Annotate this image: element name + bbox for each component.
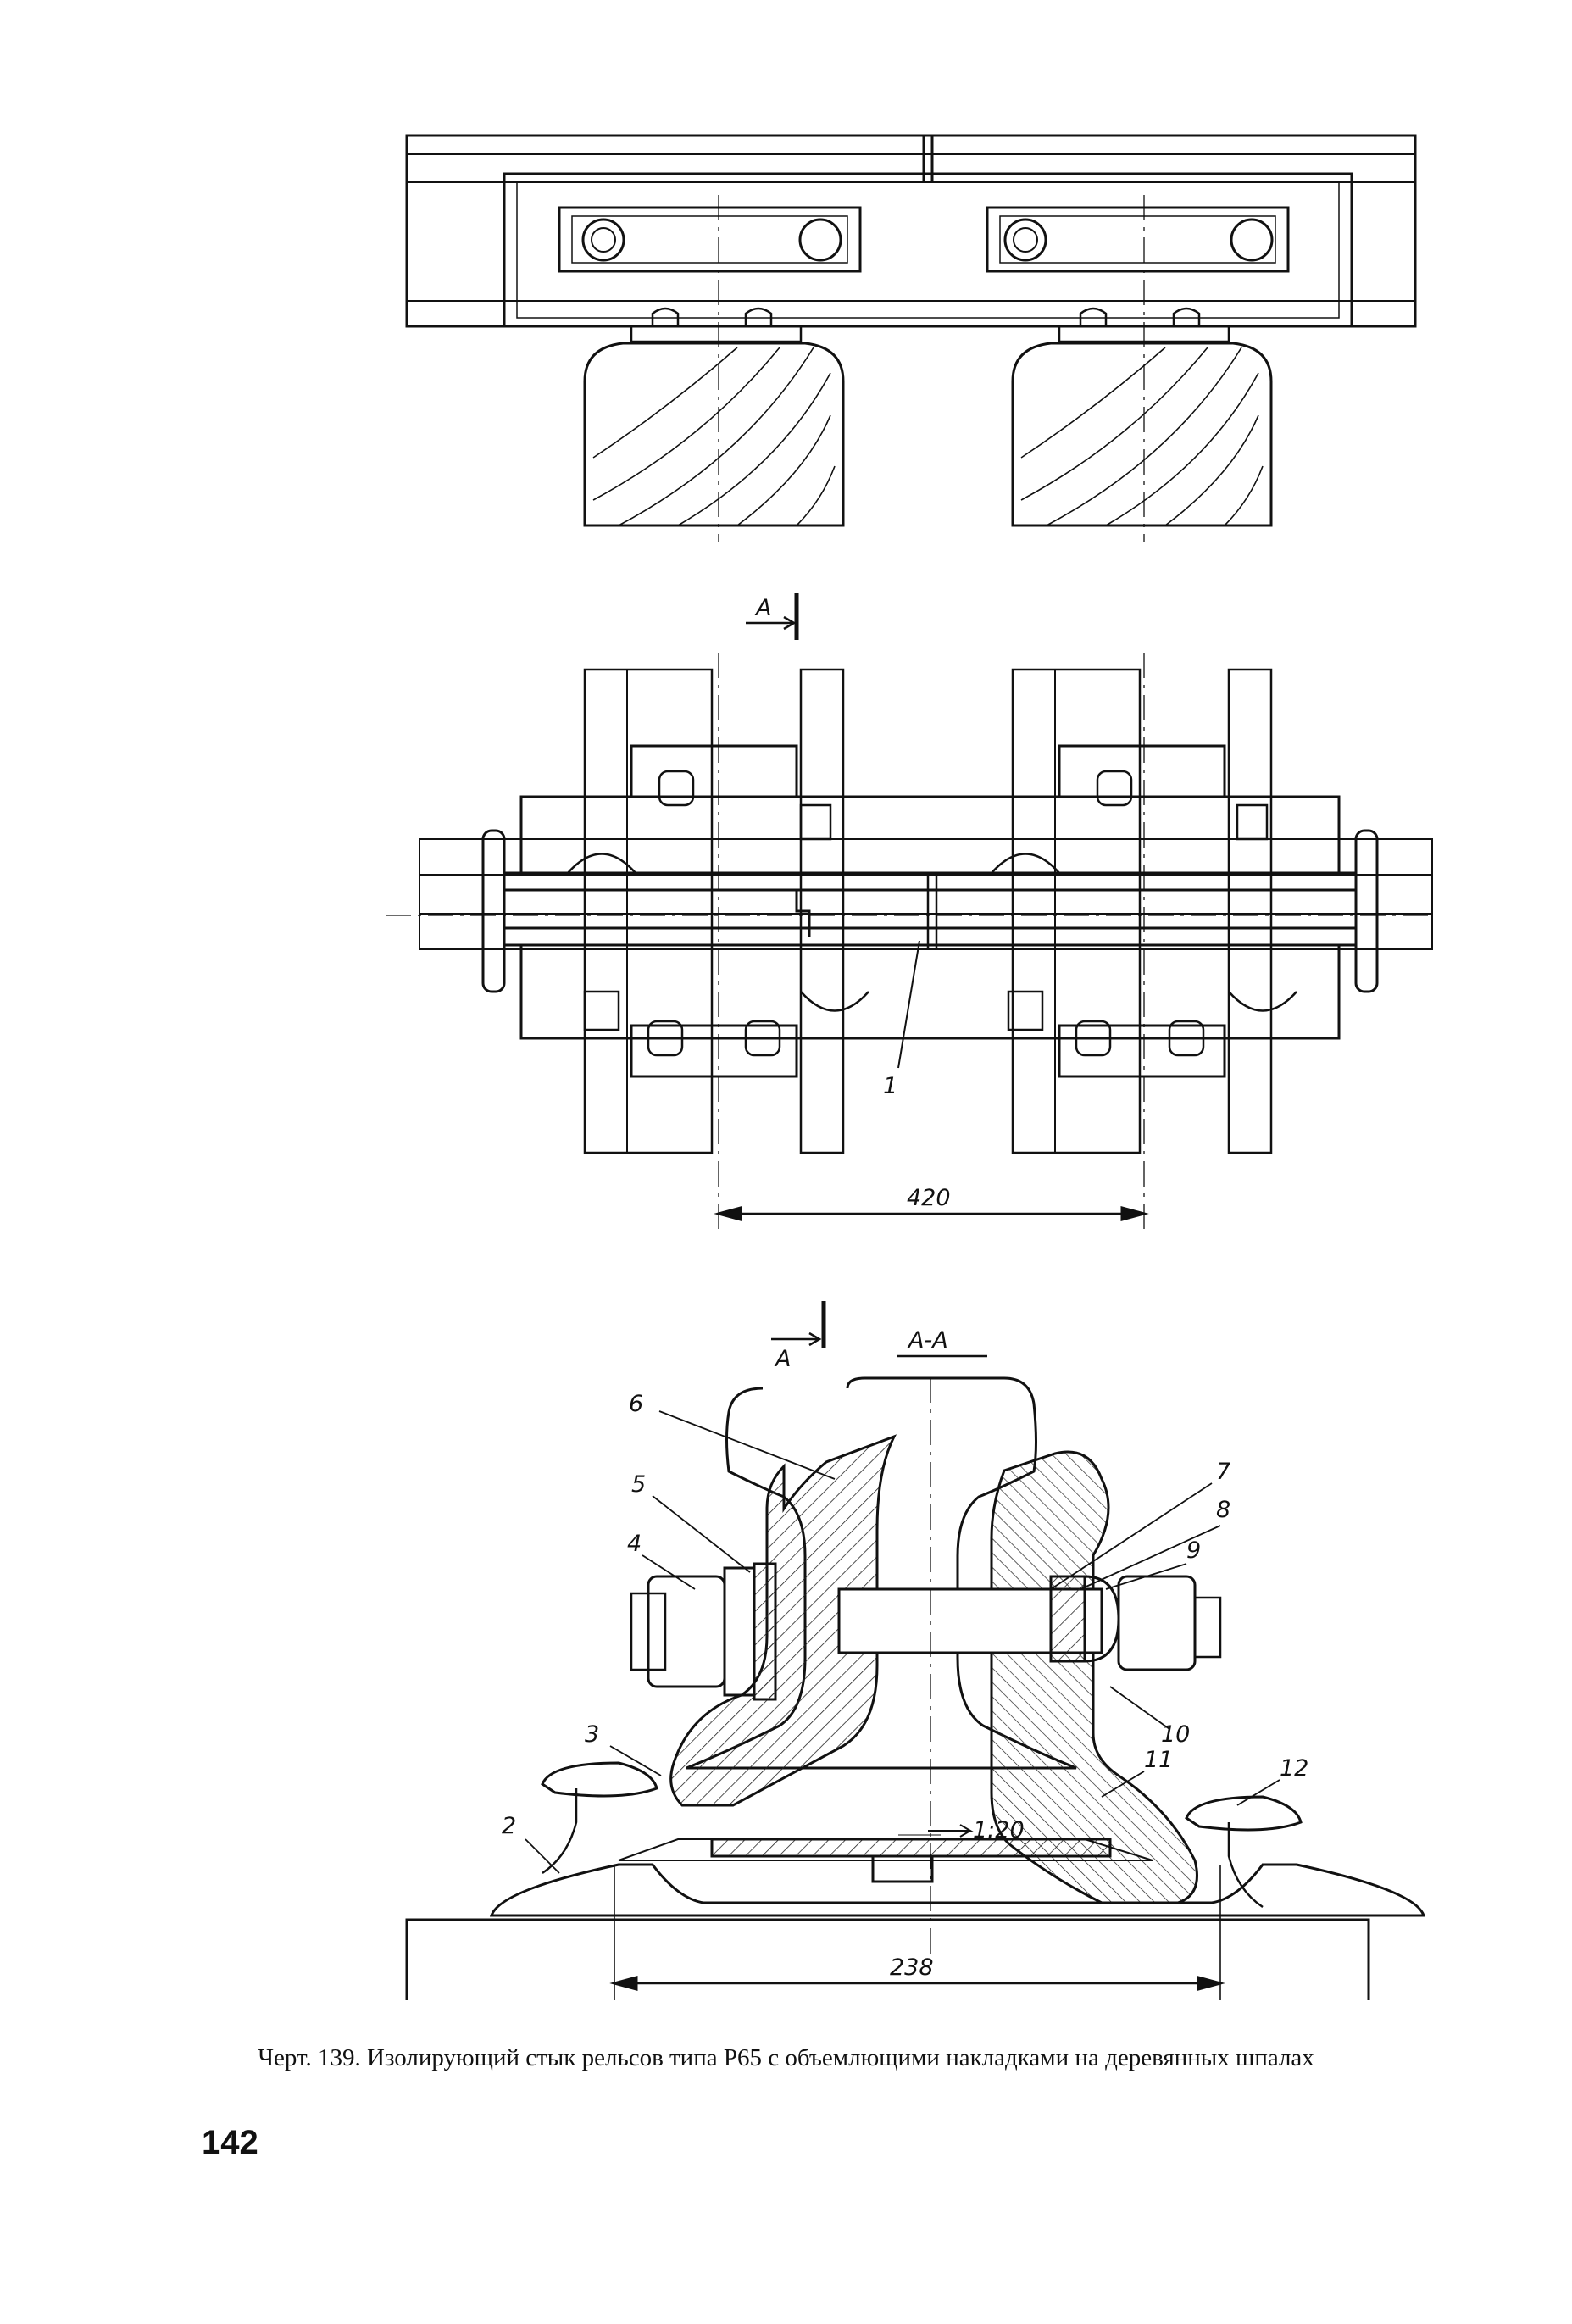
callout-9: 9 xyxy=(1186,1537,1201,1564)
dim-420-label: 420 xyxy=(907,1185,951,1211)
page-number: 142 xyxy=(202,2124,258,2161)
callout-1: 1 xyxy=(883,1073,897,1099)
callout-4: 4 xyxy=(627,1531,642,1557)
bolt-section xyxy=(630,1562,1222,1701)
sleeper-right-side xyxy=(1011,342,1273,527)
section-title: A-A xyxy=(907,1327,948,1354)
callout-11: 11 xyxy=(1144,1747,1173,1773)
joint-bar-side xyxy=(503,172,1353,328)
sleeper-left-side xyxy=(583,342,845,527)
side-elevation-view xyxy=(405,134,1417,542)
callout-7: 7 xyxy=(1216,1459,1230,1485)
dim-238-label: 238 xyxy=(890,1954,934,1981)
callout-10: 10 xyxy=(1161,1721,1190,1748)
tie-plate xyxy=(489,1863,1426,1917)
joint-bar-plan-top xyxy=(519,795,1341,875)
callout-6: 6 xyxy=(629,1391,643,1417)
section-mark-top: A xyxy=(754,595,771,621)
callout-12: 12 xyxy=(1280,1755,1308,1782)
slope-label: 1:20 xyxy=(973,1817,1025,1843)
callout-8: 8 xyxy=(1216,1497,1230,1523)
spike-left xyxy=(541,1761,658,1798)
section-a-a xyxy=(405,1301,1426,2000)
spike-right xyxy=(1185,1795,1303,1832)
figure-caption: Черт. 139. Изолирующий стык рельсов типа… xyxy=(258,2044,1314,2071)
joint-bar-plan-bottom xyxy=(519,943,1341,1040)
callout-3: 3 xyxy=(585,1721,599,1748)
callout-5: 5 xyxy=(631,1471,646,1498)
callout-2: 2 xyxy=(502,1813,516,1839)
joint-bar-right-section xyxy=(990,1450,1198,1904)
plan-view xyxy=(386,593,1433,1229)
section-mark-bottom: A xyxy=(774,1346,791,1372)
